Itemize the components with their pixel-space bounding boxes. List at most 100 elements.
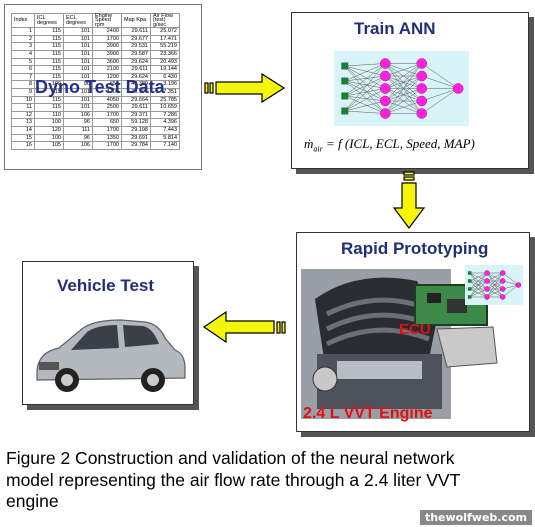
table-cell: 16 [11, 141, 35, 150]
table-cell: 101 [63, 65, 93, 74]
network-connection [385, 63, 422, 114]
network-connection [344, 80, 386, 89]
input-node [467, 287, 472, 291]
network-connection [344, 65, 386, 89]
hidden-node [416, 83, 427, 94]
network-connection [469, 272, 488, 298]
table-cell: 2 [11, 34, 35, 44]
hidden-node [380, 95, 391, 107]
table-cell: 111 [63, 125, 93, 135]
network-connection [344, 63, 386, 112]
car-rear-rim [147, 374, 159, 386]
network-connection [385, 88, 422, 114]
table-cell: 7.286 [150, 110, 180, 120]
watermark: thewolfweb.com [419, 510, 532, 525]
hidden-node [499, 286, 506, 292]
table-cell: 115 [34, 57, 64, 67]
table-cell: 115 [34, 65, 64, 74]
table-cell: 101 [63, 42, 93, 51]
network-connection [344, 75, 386, 97]
network-connection [344, 88, 386, 112]
table-cell: 1350 [92, 133, 122, 143]
network-connection [344, 95, 386, 114]
car-windows [71, 325, 159, 350]
table-cell: 55.219 [150, 42, 180, 51]
table-cell: 4 [11, 50, 35, 59]
table-cell: 29.611 [121, 65, 151, 74]
network-connection [486, 272, 503, 290]
network-connection [486, 288, 503, 298]
table-cell: 25.072 [150, 27, 180, 36]
table-cell: 19.144 [150, 65, 180, 74]
table-header-cell: Map Kpa [121, 12, 151, 29]
network-connection [344, 95, 386, 102]
output-node [515, 282, 522, 288]
ecu-chip [427, 293, 441, 303]
arrow-ann-to-prototyping [392, 171, 426, 229]
table-cell: 3600 [92, 57, 122, 67]
ecu-case [436, 326, 498, 368]
table-cell: 29.587 [121, 50, 151, 59]
table-cell: 1700 [92, 34, 122, 44]
network-connection [344, 63, 386, 82]
network-connection [344, 100, 386, 112]
network-connection [421, 88, 459, 114]
table-cell: 96 [63, 133, 93, 143]
hidden-node [499, 278, 506, 284]
equation-function: = f (ICL, ECL, Speed, MAP) [322, 136, 475, 151]
table-cell: 3900 [92, 50, 122, 59]
table-cell: 101 [63, 27, 93, 36]
table-cell: 15 [11, 133, 35, 143]
ecu-chip-2 [447, 299, 467, 313]
hidden-node [380, 58, 391, 69]
table-cell: 7 [11, 72, 35, 82]
table-cell: 96 [63, 118, 93, 127]
table-cell: 29.611 [121, 103, 151, 112]
table-cell: 4.396 [150, 118, 180, 127]
hidden-node [484, 294, 490, 300]
table-cell: 1 [11, 27, 35, 36]
network-connection [486, 272, 503, 282]
table-cell: 2400 [92, 27, 122, 36]
table-cell: 1700 [92, 110, 122, 120]
table-cell: 101 [63, 34, 93, 44]
table-cell: 29.624 [121, 57, 151, 67]
table-cell: 106 [63, 110, 93, 120]
table-cell: 17.471 [150, 34, 180, 44]
table-cell: 105 [34, 141, 64, 150]
ecu-label: ECU [399, 321, 431, 338]
input-node [341, 92, 349, 100]
dyno-data-label: Dyno Test Data [35, 77, 165, 97]
table-cell: 23.366 [150, 50, 180, 59]
table-cell: 12 [11, 110, 35, 120]
hidden-node [499, 270, 506, 276]
network-connection [421, 75, 459, 89]
vehicle-test-title: Vehicle Test [57, 276, 155, 295]
table-cell: 1700 [92, 141, 122, 150]
input-node [341, 62, 349, 70]
table-cell: 9 [11, 87, 35, 97]
vehicle-image [36, 319, 186, 392]
network-connection [344, 63, 386, 67]
car-grille [39, 362, 59, 370]
rapid-prototyping-title: Rapid Prototyping [341, 239, 489, 258]
hidden-node [416, 108, 427, 119]
input-node [341, 107, 349, 115]
network-connection [344, 65, 386, 114]
table-cell: 106 [63, 141, 93, 150]
table-cell: 7.140 [150, 141, 180, 150]
table-cell: 115 [34, 34, 64, 44]
arrow-dyno-to-ann [204, 72, 286, 104]
table-cell: 6 [11, 65, 35, 74]
network-connection [385, 75, 422, 114]
table-cell: 5 [11, 57, 35, 67]
car-front-rim [61, 374, 73, 386]
table-cell: 1700 [92, 125, 122, 135]
table-cell: 101 [63, 57, 93, 67]
hidden-node [380, 70, 391, 82]
table-cell: 100 [34, 133, 64, 143]
